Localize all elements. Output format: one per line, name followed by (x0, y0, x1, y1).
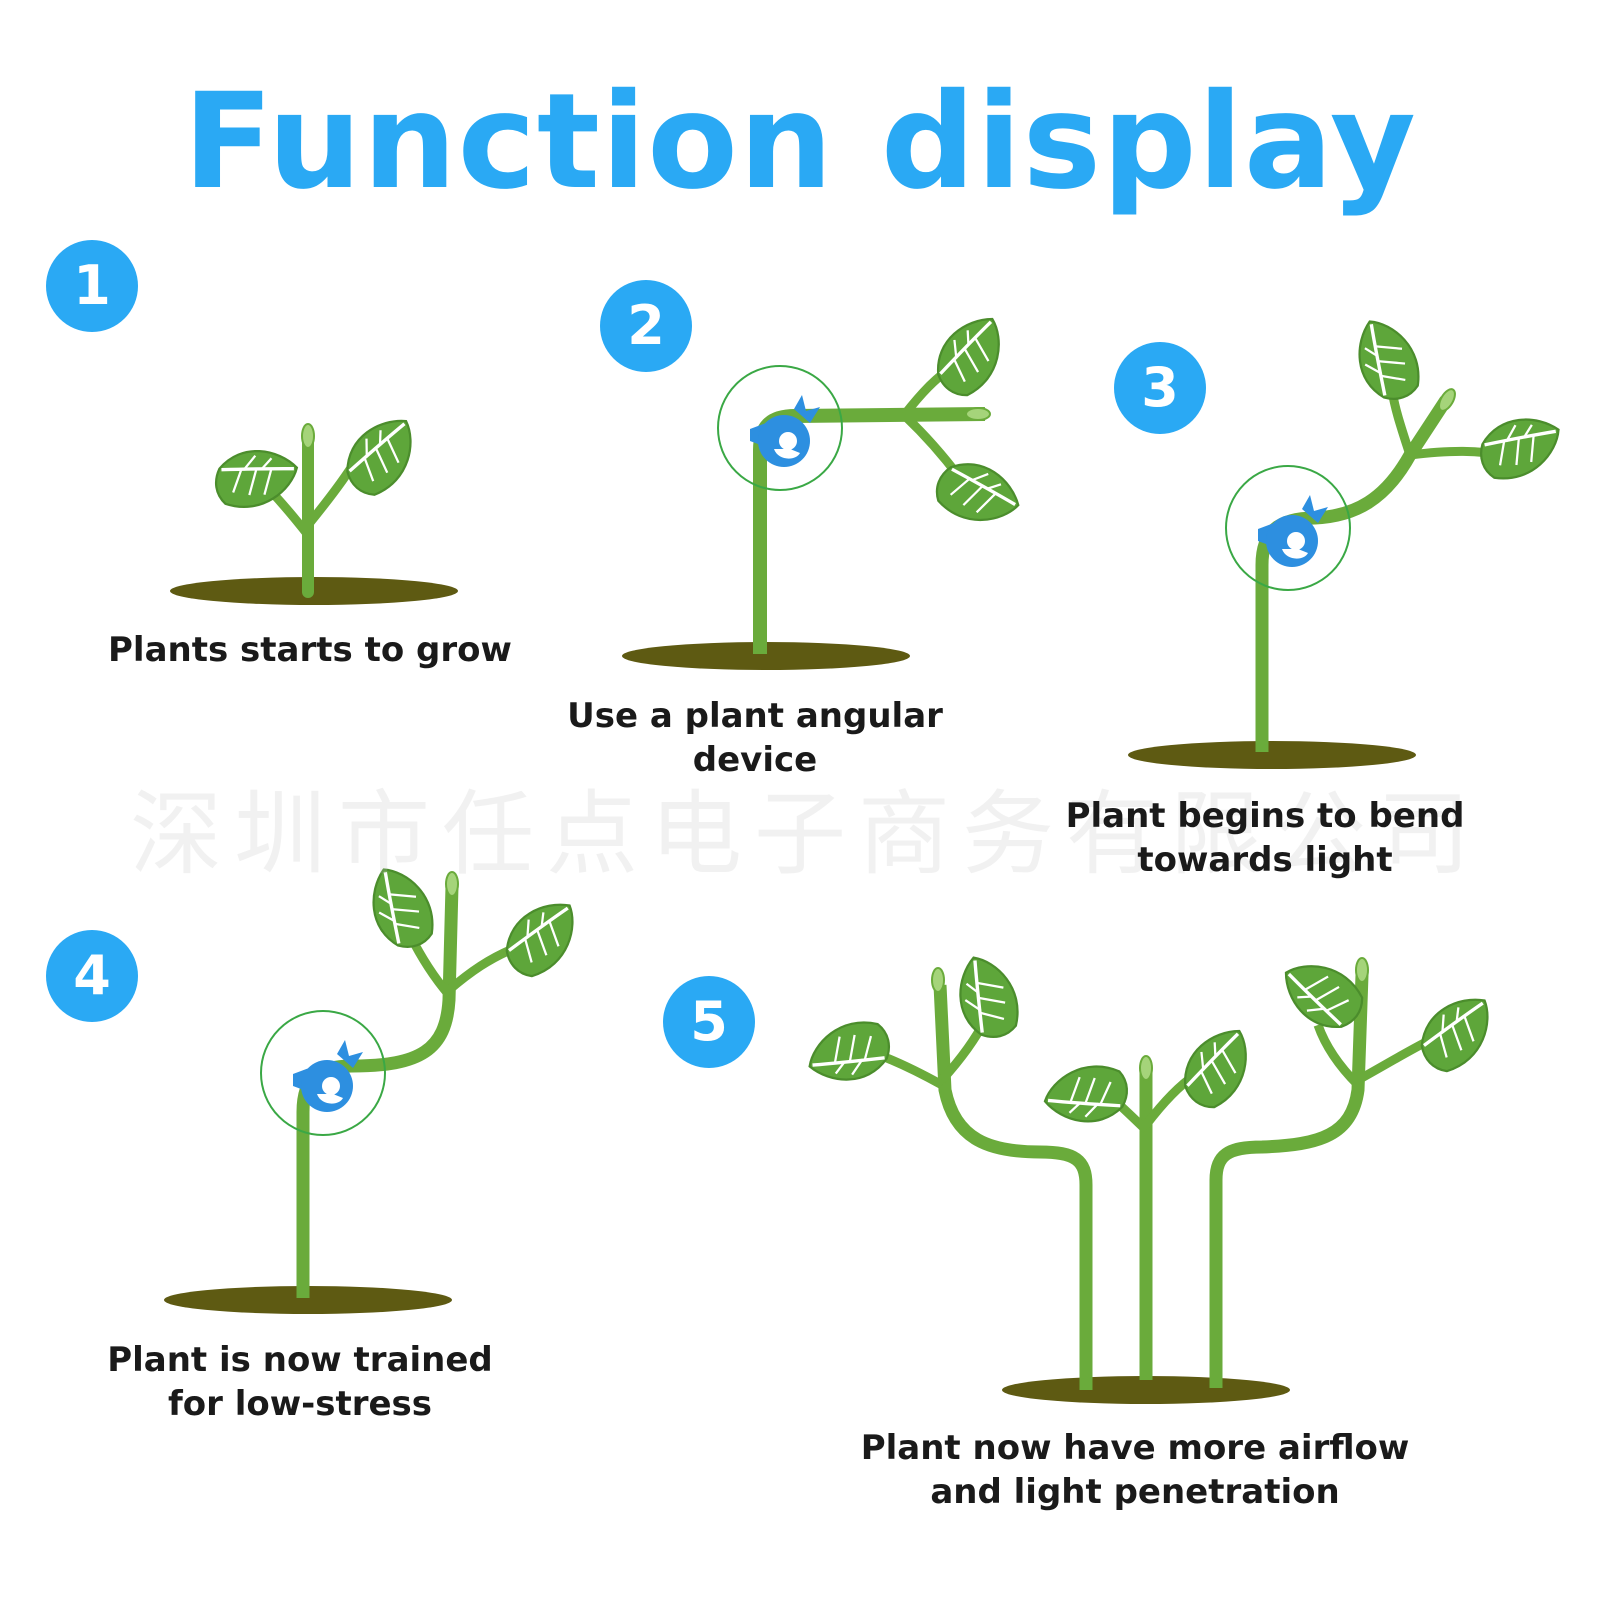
caption-line: device (692, 740, 818, 780)
focus-ring-3 (1225, 465, 1351, 591)
caption-line: Plants starts to grow (108, 630, 512, 670)
bud-3 (1438, 388, 1456, 412)
leaf-icon (1346, 318, 1433, 407)
leaf-icon (1413, 995, 1498, 1077)
soil-mound-3 (1128, 741, 1416, 769)
soil-mound-4 (164, 1286, 452, 1314)
bud-5b (1139, 1055, 1153, 1081)
caption-line: Plant is now trained (107, 1340, 493, 1380)
leaf-icon (336, 416, 425, 502)
step-badge-4: 4 (46, 930, 138, 1022)
leaf-icon (806, 1005, 899, 1096)
step-caption-2: Use a plant angular device (545, 694, 965, 782)
step-badge-1: 1 (46, 240, 138, 332)
caption-line: Use a plant angular (567, 696, 943, 736)
step-caption-5: Plant now have more airflow and light pe… (860, 1426, 1410, 1514)
leaf-icon (944, 954, 1035, 1047)
bud-1 (301, 423, 315, 449)
step-badge-5: 5 (663, 976, 755, 1068)
caption-line: Plant begins to bend (1065, 796, 1465, 836)
bud-5c (1355, 957, 1369, 983)
leaf-icon (1040, 1044, 1139, 1141)
stem-5-left (933, 984, 1093, 1390)
leaf-icon (923, 313, 1017, 404)
focus-ring-2 (717, 365, 843, 491)
bud-2 (965, 407, 991, 421)
stem-5-right (1209, 974, 1369, 1388)
bud-4 (445, 871, 459, 897)
leaf-icon (1170, 1025, 1264, 1116)
leaf-icon (1473, 406, 1562, 493)
step-caption-3: Plant begins to bend towards light (1060, 794, 1470, 882)
focus-ring-4 (260, 1010, 386, 1136)
step-badge-2: 2 (600, 280, 692, 372)
page-title: Function display (183, 65, 1417, 219)
caption-line: Plant now have more airflow (860, 1428, 1410, 1468)
soil-mound-5 (1002, 1376, 1290, 1404)
caption-line: towards light (1137, 840, 1393, 880)
step-badge-3: 3 (1114, 342, 1206, 434)
step-caption-1: Plants starts to grow (108, 628, 512, 672)
step-caption-4: Plant is now trained for low-stress (100, 1338, 500, 1426)
bud-5a (931, 967, 945, 993)
caption-line: for low-stress (167, 1384, 433, 1424)
leaf-icon (498, 900, 583, 982)
company-watermark: 深圳市任点电子商务有限公司 (130, 781, 1483, 888)
caption-line: and light penetration (930, 1472, 1340, 1512)
soil-mound-2 (622, 642, 910, 670)
